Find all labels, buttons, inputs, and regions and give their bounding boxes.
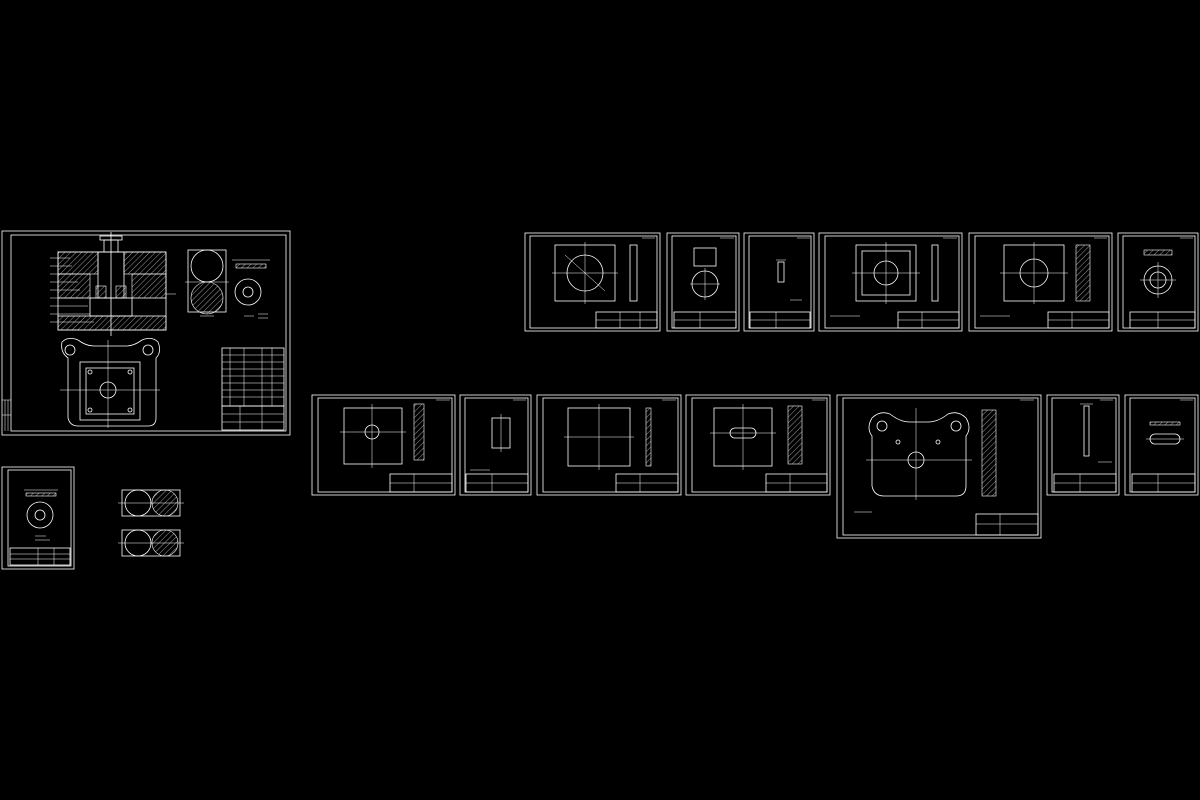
detail-sheet[interactable] <box>666 232 740 332</box>
detail-sheet[interactable] <box>1124 394 1199 496</box>
assembly-drawing-sheet[interactable] <box>1 230 291 436</box>
die-plan-view <box>60 338 160 428</box>
detail-sheet[interactable] <box>524 232 661 332</box>
small-part-sheet[interactable] <box>1 466 75 570</box>
blank-part-view <box>232 259 270 319</box>
title-block <box>221 405 285 431</box>
detail-sheet[interactable] <box>536 394 682 496</box>
die-section-view <box>50 232 176 336</box>
detail-sheet[interactable] <box>968 232 1113 332</box>
detail-sheet[interactable] <box>685 394 831 496</box>
detail-sheet[interactable] <box>743 232 815 332</box>
binding-strip <box>2 399 11 431</box>
detail-sheet[interactable] <box>1117 232 1199 332</box>
detail-sheets-row-2[interactable] <box>311 394 1199 539</box>
detail-sheet-large[interactable] <box>836 394 1042 539</box>
detail-sheet[interactable] <box>459 394 532 496</box>
side-view <box>185 249 229 317</box>
detail-sheet[interactable] <box>818 232 963 332</box>
detail-sheet[interactable] <box>1046 394 1120 496</box>
detail-sheets-row-1[interactable] <box>524 232 1199 332</box>
detail-sheet[interactable] <box>311 394 456 496</box>
parts-list-table <box>221 347 285 407</box>
section-detail-views <box>118 489 184 557</box>
